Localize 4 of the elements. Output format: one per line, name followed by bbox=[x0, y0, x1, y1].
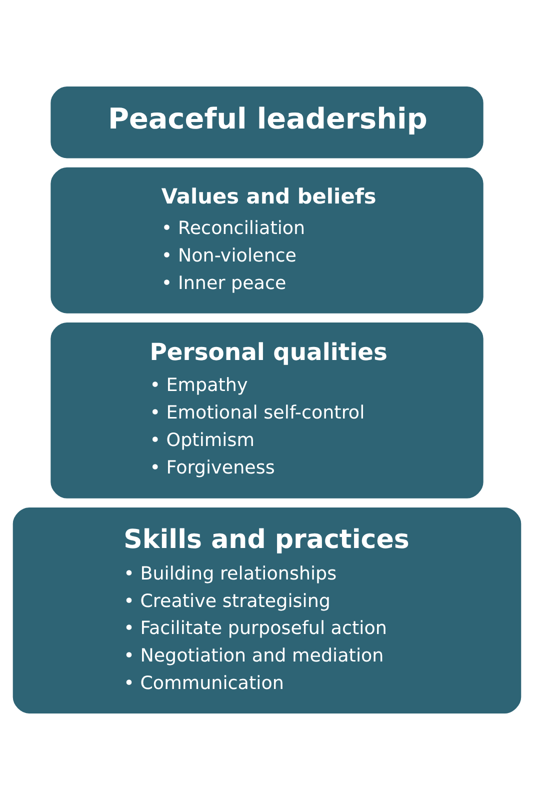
node-box: Personal qualities • Empathy • Emotional self-control • Optimism • Forgiveness bbox=[50, 322, 484, 498]
node-box: Peaceful leadership bbox=[50, 86, 484, 158]
node-box: Skills and practices • Building relationships • Creative strategising • Facilitate purposeful action • Negotiation and mediation • Communication bbox=[12, 508, 522, 714]
node-box: Values and beliefs • Reconciliation • Non-violence • Inner peace bbox=[50, 167, 484, 314]
